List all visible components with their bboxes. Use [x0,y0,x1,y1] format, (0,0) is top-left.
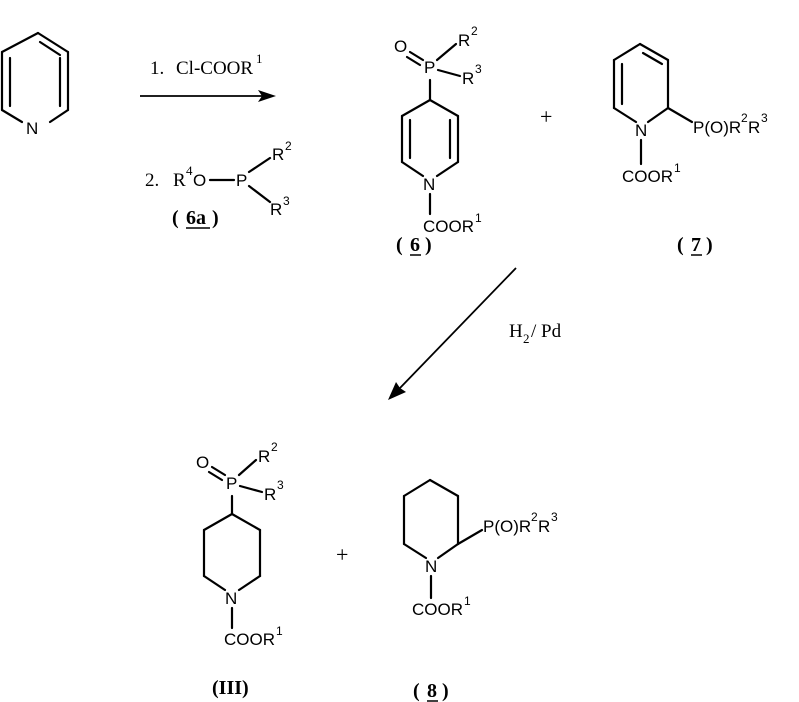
step-1-sup: 1 [256,51,263,66]
compound-iii-structure: O P R 2 R 3 N COOR 1 [196,440,284,649]
c8-coor: COOR [412,600,463,619]
c6-n: N [423,175,435,194]
c6-coor-sup: 1 [475,211,482,225]
step-1-reagent: Cl-COOR [176,58,253,79]
c8-p-group: P(O)R [483,517,531,536]
svg-text:(: ( [677,234,684,256]
svg-text:): ) [442,680,449,702]
step-2-r2: R [272,145,284,164]
pyridine-n: N [26,119,38,138]
c3-r3: R [264,485,276,504]
h2-catalyst: / Pd [531,321,562,342]
compound-7-structure: N P(O)R 2 R 3 COOR 1 [612,42,768,186]
svg-text:(: ( [172,207,179,229]
reagent-step-2: 2. R 4 O P R 2 R 3 [145,139,292,219]
label-6: ( 6 ) [396,234,432,256]
c7-p-group-sup2: 2 [741,111,748,125]
compound-6-structure: O P R 2 R 3 N COOR 1 [394,24,482,236]
c6-p: P [424,58,435,77]
label-6a: ( 6a ) [172,207,219,229]
c6-coor: COOR [423,217,474,236]
c3-coor-sup: 1 [276,624,283,638]
c7-p-group-sup3: 3 [761,111,768,125]
reaction-arrow-1 [140,90,276,102]
c7-p-group: P(O)R [693,118,741,137]
step-2-o: O [193,171,206,190]
c7-p-group-r3: R [748,118,760,137]
svg-text:(: ( [413,680,420,702]
c6-r3: R [462,69,474,88]
c7-coor-sup: 1 [674,161,681,175]
c8-coor-sup: 1 [464,594,471,608]
c3-o: O [196,453,209,472]
c3-r3-sup: 3 [277,478,284,492]
label-8-text: 8 [427,680,437,702]
h2-sub: 2 [523,331,530,346]
c8-n: N [425,557,437,576]
c8-p-group-r3: R [538,517,550,536]
pyridine-structure: N [0,31,70,138]
c3-r2: R [258,447,270,466]
svg-text:): ) [706,234,713,256]
c3-coor: COOR [224,630,275,649]
label-6-text: 6 [410,234,420,256]
label-iii: (III) [212,677,249,699]
svg-text:(: ( [396,234,403,256]
c6-r2: R [458,31,470,50]
label-7: ( 7 ) [677,234,713,256]
svg-text:): ) [425,234,432,256]
c8-p-group-sup2: 2 [531,510,538,524]
plus-sign-top: + [540,104,552,129]
step-2-r2-sup: 2 [285,139,292,153]
hydrogenation-reagent: H 2 / Pd [509,321,562,346]
c7-n: N [635,121,647,140]
label-8: ( 8 ) [413,680,449,702]
hydrogenation-arrow [388,267,517,400]
c8-p-group-sup3: 3 [551,510,558,524]
c3-p: P [226,474,237,493]
svg-text:): ) [212,207,219,229]
step-1-number: 1. [150,58,164,79]
step-2-r-sup: 4 [186,163,193,178]
c3-r2-sup: 2 [271,440,278,454]
step-2-r3-sup: 3 [283,194,290,208]
c3-n: N [225,589,237,608]
plus-sign-bottom: + [336,542,348,567]
compound-8-structure: N P(O)R 2 R 3 COOR 1 [402,478,558,619]
reagent-step-1: 1. Cl-COOR 1 [150,51,263,79]
c6-r2-sup: 2 [471,24,478,38]
step-2-number: 2. [145,170,159,191]
h2-h: H [509,321,523,342]
c7-coor: COOR [622,167,673,186]
step-2-p: P [236,171,247,190]
step-2-r: R [173,170,186,191]
label-7-text: 7 [691,234,701,256]
step-2-r3: R [270,200,282,219]
label-6a-text: 6a [186,207,206,229]
c6-r3-sup: 3 [475,62,482,76]
c6-o: O [394,37,407,56]
